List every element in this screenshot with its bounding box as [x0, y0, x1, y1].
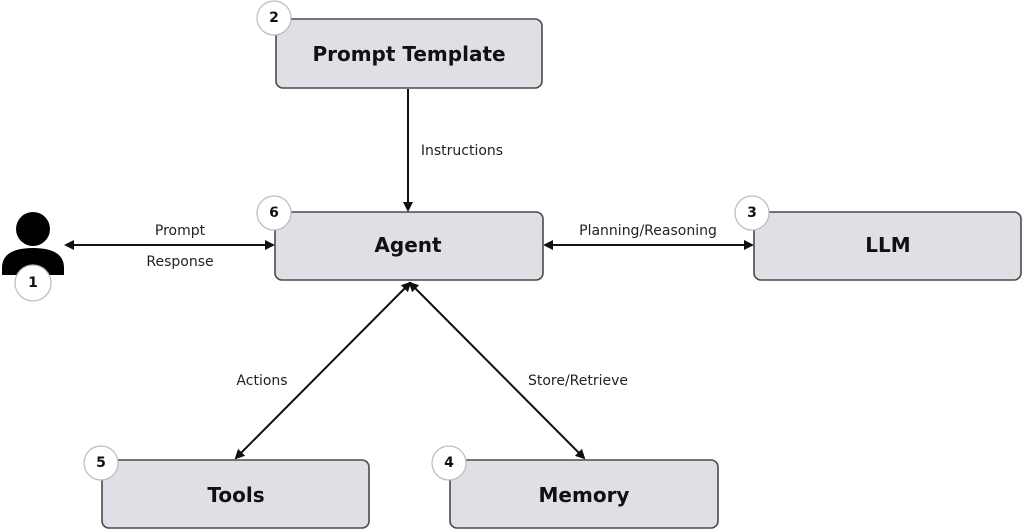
prompt-template-title: Prompt Template — [312, 42, 505, 66]
badge-3: 3 — [734, 195, 770, 231]
response-label: Response — [146, 254, 213, 270]
actions-label: Actions — [236, 373, 287, 389]
llm-title: LLM — [865, 233, 910, 257]
actions-arrow — [234, 281, 412, 460]
store-retrieve-arrow — [408, 281, 586, 460]
badge-2: 2 — [256, 0, 292, 36]
llm-node: LLM — [753, 211, 1022, 281]
memory-node: Memory — [449, 459, 719, 529]
memory-title: Memory — [539, 483, 630, 507]
agent-title: Agent — [374, 233, 442, 257]
badge-number: 2 — [269, 10, 279, 26]
badge-number: 4 — [444, 455, 454, 471]
badge-number: 1 — [28, 275, 38, 291]
badge-5: 5 — [83, 445, 119, 481]
user-icon — [2, 212, 64, 275]
badge-4: 4 — [431, 445, 467, 481]
badge-number: 5 — [96, 455, 106, 471]
tools-title: Tools — [207, 483, 264, 507]
tools-node: Tools — [101, 459, 370, 529]
badge-number: 3 — [747, 205, 757, 221]
instructions-label: Instructions — [421, 143, 503, 159]
badge-1: 1 — [14, 264, 52, 302]
badge-number: 6 — [269, 205, 279, 221]
badge-6: 6 — [256, 195, 292, 231]
agent-node: Agent — [274, 211, 544, 281]
store-retrieve-label: Store/Retrieve — [528, 373, 628, 389]
prompt-template-node: Prompt Template — [275, 18, 543, 89]
prompt-label: Prompt — [155, 223, 206, 239]
planning-label: Planning/Reasoning — [579, 223, 717, 239]
